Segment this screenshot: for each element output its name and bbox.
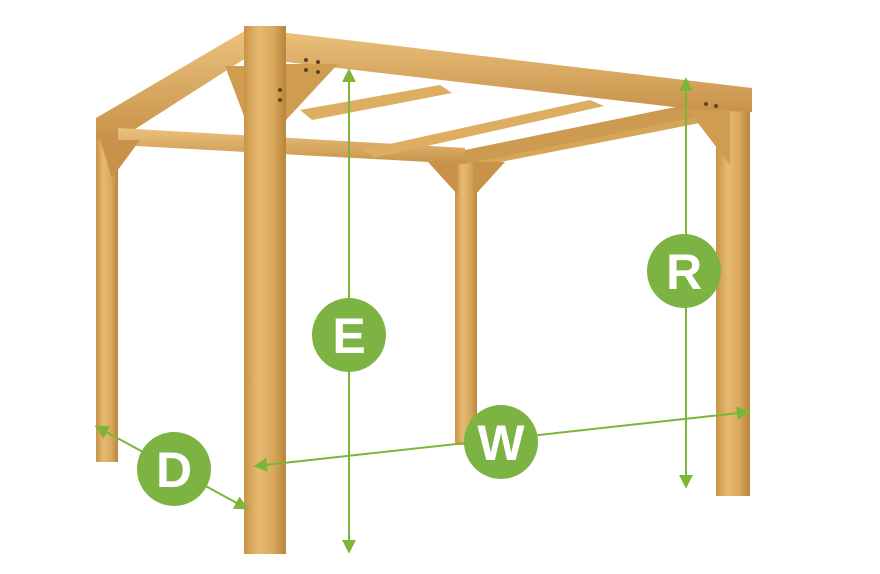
rafter-1: [300, 85, 452, 120]
brace-back-right-r: [475, 162, 505, 195]
brace-front-left-side: [225, 66, 244, 116]
ridge-height-badge: R: [647, 234, 721, 308]
width-label: W: [477, 415, 525, 471]
width-badge: W: [464, 405, 538, 479]
pergola-frame: [96, 26, 752, 554]
brace-back-right-l: [428, 162, 458, 195]
beam-left-side: [96, 30, 246, 140]
depth-badge: D: [137, 432, 211, 506]
ridge-height-label: R: [666, 244, 702, 300]
brace-back-left: [100, 140, 140, 178]
rafter-2: [362, 100, 604, 158]
brace-front-left-back: [286, 64, 338, 120]
eave-height-label: E: [332, 308, 365, 364]
brace-front-right: [688, 110, 730, 165]
post-back-left: [96, 132, 118, 462]
bolt-cluster: [278, 58, 718, 108]
depth-label: D: [156, 442, 192, 498]
eave-height-badge: E: [312, 298, 386, 372]
post-back-right: [455, 160, 477, 445]
post-front-left: [244, 26, 286, 554]
beam-front: [246, 28, 752, 112]
beam-right-side: [465, 102, 712, 164]
